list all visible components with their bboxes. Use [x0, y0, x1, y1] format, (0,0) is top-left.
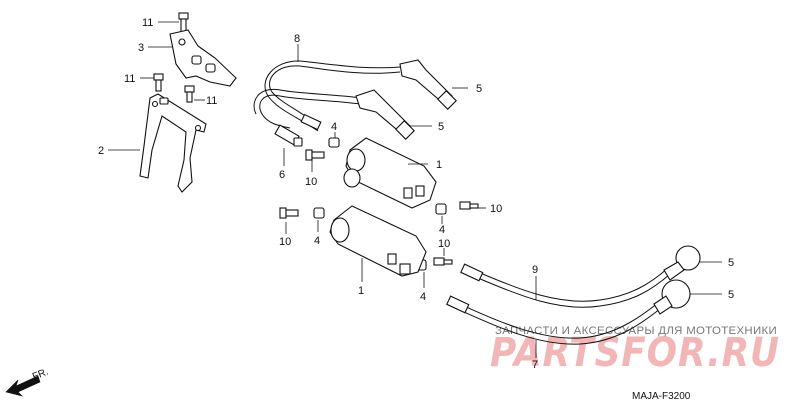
collar-4-right [435, 203, 447, 224]
ignition-coil-1-lower [329, 205, 427, 282]
watermark-logo: PARTSFOR.RU [490, 330, 780, 376]
callout-4-right: 4 [439, 224, 445, 236]
callout-3: 3 [138, 42, 144, 54]
plug-boot-6 [274, 124, 303, 166]
high-tension-cord-7 [446, 295, 667, 358]
bolt-10-lower [433, 248, 453, 266]
callout-11-right: 11 [206, 95, 217, 107]
bolt-11-right [184, 85, 205, 103]
bolt-10-right [459, 201, 486, 210]
high-tension-cord-8 [253, 44, 401, 132]
spark-plug-cap-5c [663, 245, 722, 281]
front-direction-label: FR. [31, 367, 50, 383]
diagram-code: MAJA-F3200 [632, 391, 691, 402]
callout-10-lower: 10 [438, 238, 450, 250]
coil-bracket-3 [148, 29, 237, 87]
ignition-coil-1-upper [343, 137, 437, 209]
callout-11-left: 11 [124, 73, 135, 85]
callout-5-d: 5 [728, 289, 734, 301]
callout-1-upper: 1 [436, 159, 442, 171]
callout-5-a: 5 [476, 83, 482, 95]
spark-plug-cap-5d [653, 279, 722, 315]
coil-stay-2 [108, 93, 207, 193]
callout-2: 2 [98, 145, 104, 157]
callout-6: 6 [279, 169, 285, 181]
front-direction-arrow-icon [5, 375, 41, 397]
callout-10-upper: 10 [305, 176, 317, 188]
callout-10-left: 10 [279, 236, 291, 248]
callout-11-top: 11 [142, 17, 153, 29]
callout-9: 9 [532, 264, 538, 276]
callout-7: 7 [532, 359, 538, 371]
watermark-caption: ЗАПЧАСТИ И АКСЕССУАРЫ ДЛЯ МОТОТЕХНИКИ [495, 325, 777, 337]
callout-4-upper: 4 [331, 121, 337, 133]
callout-4-left: 4 [314, 235, 320, 247]
bolt-10-left [279, 207, 299, 234]
bolt-11-left [140, 73, 164, 92]
bolt-11-top [158, 12, 189, 33]
callout-10-right: 10 [490, 203, 502, 215]
callout-1-lower: 1 [358, 285, 364, 297]
collar-4-upper [328, 132, 340, 148]
collar-4-left [313, 207, 325, 232]
callout-4-lower: 4 [420, 291, 426, 303]
spark-plug-cap-5a [399, 59, 468, 110]
callout-5-b: 5 [438, 121, 444, 133]
callout-8: 8 [294, 33, 300, 45]
bolt-10-upper [305, 149, 325, 172]
high-tension-cord-9 [460, 263, 671, 308]
callout-5-c: 5 [728, 257, 734, 269]
spark-plug-cap-5b [355, 89, 432, 140]
